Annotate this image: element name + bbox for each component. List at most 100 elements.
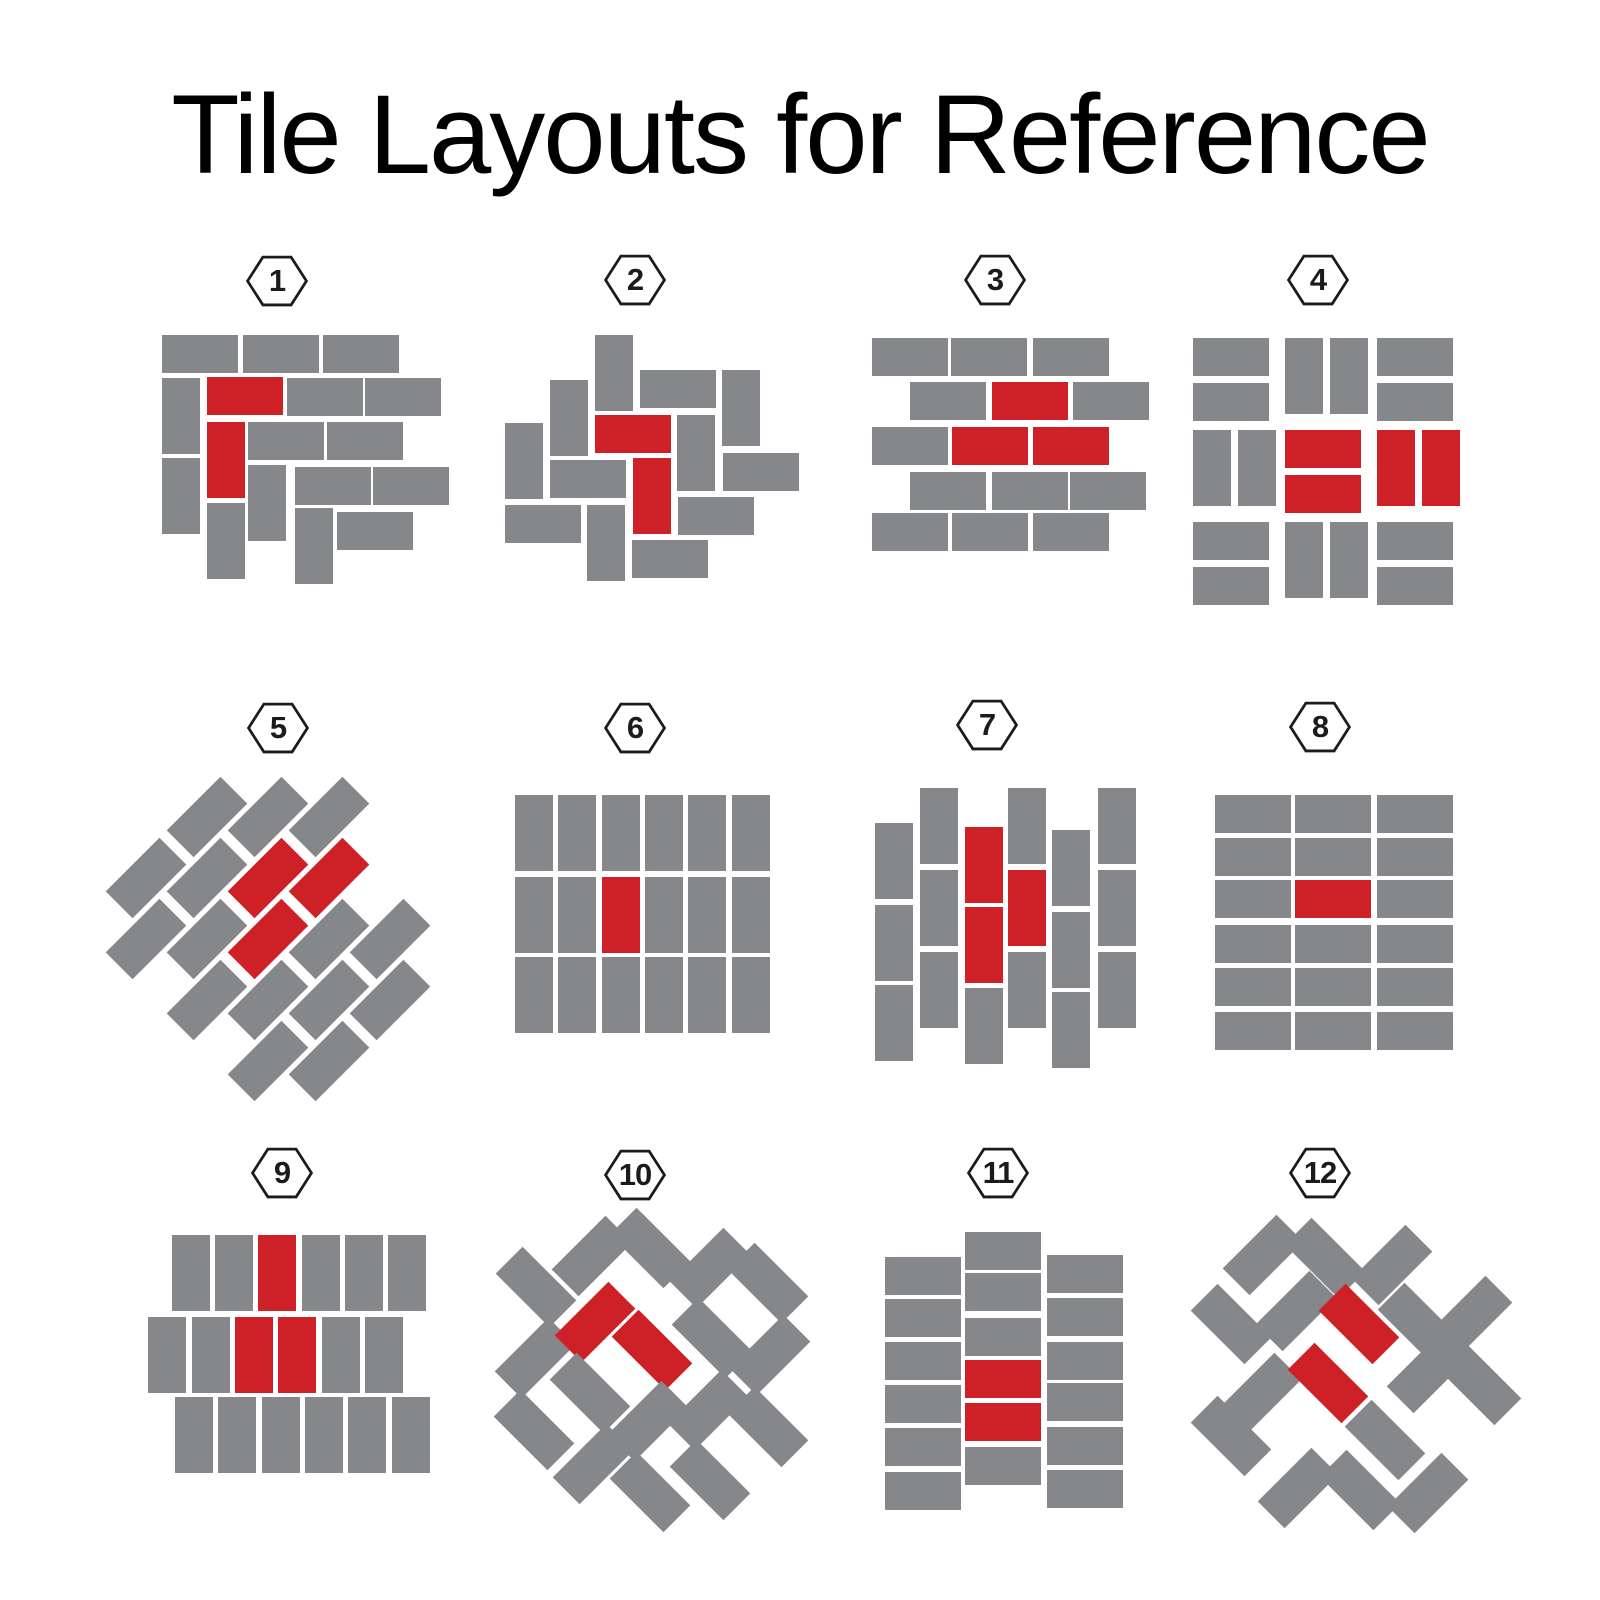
gray-tile [287,378,363,416]
gray-tile [645,957,683,1033]
gray-tile [365,378,441,416]
hexagon-badge-icon [967,1147,1029,1199]
red-tile [1377,430,1415,506]
hexagon-badge-icon [604,1149,666,1201]
pattern-number: 8 [1311,709,1329,744]
gray-tile [1215,968,1291,1006]
gray-tile [595,335,633,411]
gray-tile [550,380,588,456]
red-tile [602,877,640,953]
gray-tile [166,837,248,919]
red-tile [1285,475,1361,513]
hexagon-badge-icon [1289,701,1351,753]
gray-tile [1351,1224,1433,1306]
gray-tile [493,1389,575,1471]
gray-tile [1295,1012,1371,1050]
gray-tile [587,505,625,581]
gray-tile [388,1235,426,1311]
red-tile [1008,870,1046,946]
red-tile [227,837,309,919]
gray-tile [166,959,248,1041]
gray-tile [295,467,371,505]
pattern-badge-8: 8 [1289,700,1351,754]
gray-tile [1047,1383,1123,1421]
pattern-number: 3 [986,262,1004,297]
gray-tile [1073,382,1149,420]
gray-tile [1377,567,1453,605]
gray-tile [558,877,596,953]
gray-tile [348,1397,386,1473]
red-tile [278,1317,316,1393]
hexagon-badge-icon [604,254,666,306]
gray-tile [875,905,913,981]
gray-tile [885,1342,961,1380]
gray-tile [872,513,948,551]
hexagon-badge-icon [964,254,1026,306]
gray-tile [920,952,958,1028]
hexagon-badge-icon [246,255,308,307]
gray-tile [920,870,958,946]
gray-tile [872,427,948,465]
gray-tile [248,422,324,460]
gray-tile [549,1352,631,1434]
gray-tile [992,472,1068,510]
gray-tile [1377,383,1453,421]
hexagon-badge-icon [956,699,1018,751]
gray-tile [1193,338,1269,376]
gray-tile [645,795,683,871]
gray-tile [1377,838,1453,876]
gray-tile [1052,992,1090,1068]
pattern-badge-3: 3 [964,253,1026,307]
gray-tile [550,460,626,498]
gray-tile [1047,1427,1123,1465]
gray-tile [558,795,596,871]
gray-tile [723,453,799,491]
gray-tile [632,540,708,578]
pattern-number: 7 [978,707,996,742]
page-title: Tile Layouts for Reference [171,72,1430,197]
gray-tile [227,1020,309,1102]
gray-tile [910,382,986,420]
gray-tile [327,422,403,460]
gray-tile [1098,870,1136,946]
red-tile [235,1317,273,1393]
gray-tile [1193,567,1269,605]
pattern-number: 11 [982,1155,1015,1190]
gray-tile [162,458,200,534]
gray-tile [1330,522,1368,598]
gray-tile [640,370,716,408]
gray-tile [1047,1255,1123,1293]
red-tile [1033,427,1109,465]
gray-tile [288,1020,370,1102]
gray-tile [162,378,200,454]
gray-tile [322,1317,360,1393]
pattern-badge-5: 5 [247,701,309,755]
gray-tile [885,1299,961,1337]
red-tile [1287,1342,1369,1424]
gray-tile [732,877,770,953]
red-tile [227,898,309,980]
gray-tile [1193,522,1269,560]
pattern-badge-1: 1 [246,254,308,308]
pattern-badge-2: 2 [604,253,666,307]
gray-tile [262,1397,300,1473]
gray-tile [645,877,683,953]
gray-tile [323,335,399,373]
gray-tile [872,338,948,376]
gray-tile [1295,925,1371,963]
pattern-badge-9: 9 [251,1146,313,1200]
red-tile [288,837,370,919]
gray-tile [965,1232,1041,1270]
red-tile [258,1235,296,1311]
hexagon-badge-icon [604,702,666,754]
pattern-badge-7: 7 [956,698,1018,752]
gray-tile [248,465,286,541]
hexagon-badge-icon [247,702,309,754]
gray-tile [105,898,187,980]
pattern-number: 10 [618,1157,652,1192]
gray-tile [1047,1298,1123,1336]
gray-tile [175,1397,213,1473]
gray-tile [288,898,370,980]
gray-tile [373,467,449,505]
red-tile [965,1360,1041,1398]
